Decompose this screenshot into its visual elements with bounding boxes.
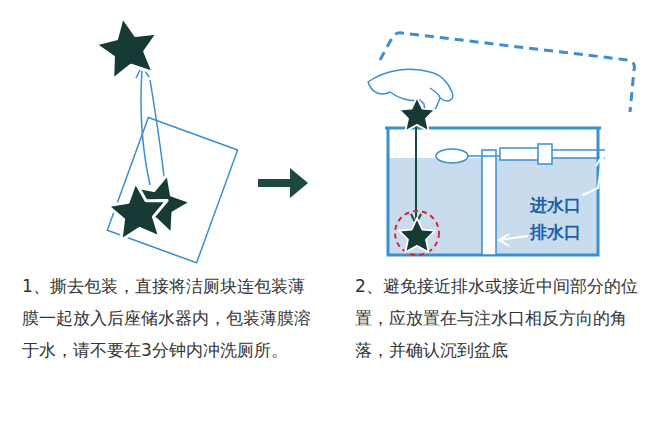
step-text: 2、避免接近排水或接近中间部分的位置，应放置在与注水口相反方向的角落，并确认沉到… [355,270,651,366]
part-label: 排水口 [528,222,583,242]
leader-arrows [499,156,607,246]
hand [368,69,453,111]
step-text: 1、撕去包装，直接将洁厕块连包装薄膜一起放入后座储水器内，包装薄膜溶于水，请不要… [22,270,318,366]
lift-arrows [136,66,165,185]
cleaning-blocks [91,11,197,242]
drop-path [395,122,439,255]
step-arrow [258,168,308,198]
film-wrapper [107,118,237,263]
water-tank [385,128,605,255]
part-label: 进水口 [528,195,583,215]
cleaning-blocks-tank [399,97,435,252]
